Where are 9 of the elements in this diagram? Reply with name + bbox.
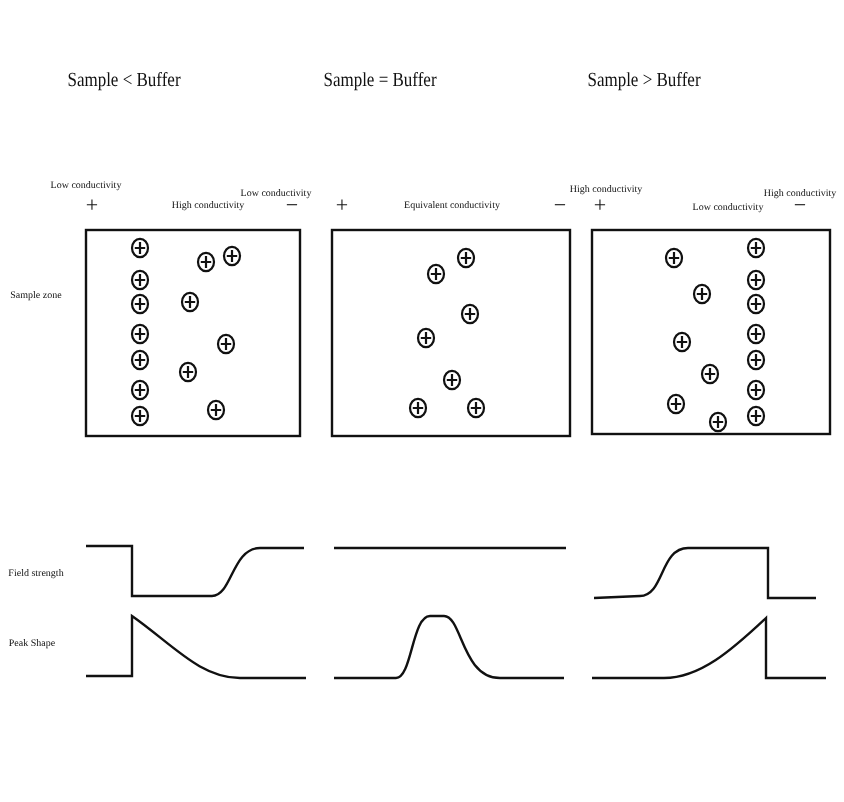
electrode-sign: − [285, 196, 299, 218]
electrode-sign: + [85, 196, 99, 218]
electrode-sign: − [553, 196, 567, 218]
electrode-sign: + [593, 196, 607, 218]
column-title: Sample < Buffer [67, 72, 181, 92]
column-title: Sample = Buffer [323, 72, 437, 92]
column-title: Sample > Buffer [587, 72, 701, 92]
electrode-sign: + [335, 196, 349, 218]
electrode-sign: − [793, 196, 807, 218]
